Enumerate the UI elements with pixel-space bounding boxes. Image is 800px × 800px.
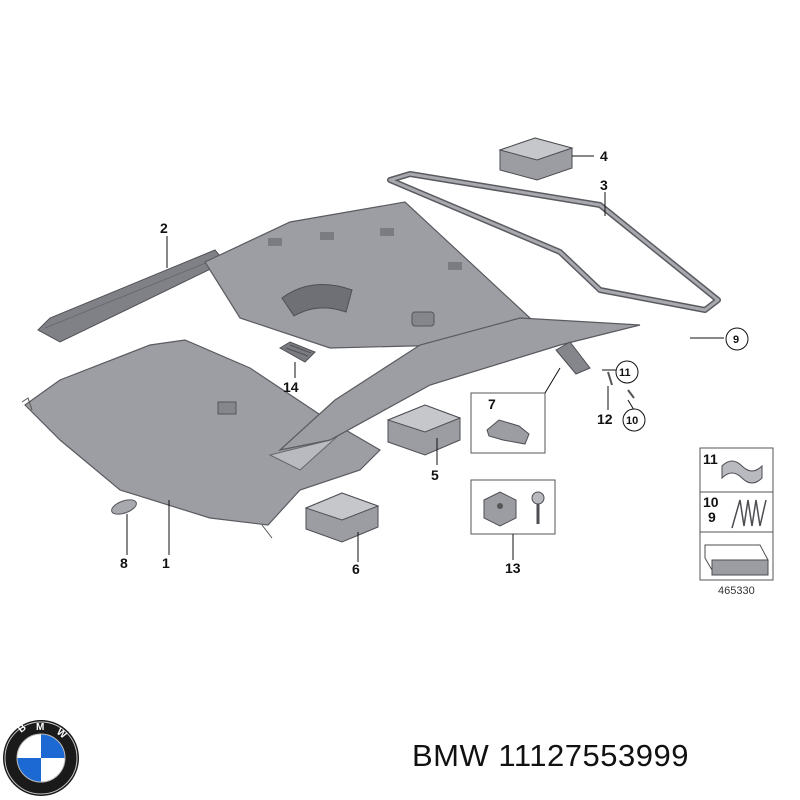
part-1-headliner — [21, 339, 381, 539]
callout-11: 11 — [619, 367, 631, 379]
spring-icon — [731, 499, 767, 529]
callout-2: 2 — [160, 220, 168, 236]
part-14-grille — [279, 341, 316, 363]
upper-headliner — [204, 201, 532, 349]
callout-10: 10 — [626, 415, 638, 427]
part-5-pad — [386, 404, 462, 456]
callout-4: 4 — [600, 148, 608, 164]
part-2-side-trim — [37, 249, 226, 343]
callout-13: 13 — [505, 560, 521, 576]
callout-10-circle — [622, 408, 646, 432]
callout-11-circle — [615, 360, 639, 384]
diagram-ref-number: 465330 — [718, 585, 755, 597]
callout-5: 5 — [431, 467, 439, 483]
callout-9-circle — [725, 327, 749, 351]
callout-6: 6 — [352, 561, 360, 577]
clip-icon — [721, 460, 763, 484]
callout-7: 7 — [488, 396, 496, 412]
callout-3: 3 — [600, 177, 608, 193]
part-6-pad — [304, 492, 380, 543]
callout-12: 12 — [597, 411, 613, 427]
legend-10: 10 — [703, 494, 719, 510]
part-4-pad — [498, 137, 574, 181]
callout-8: 8 — [120, 555, 128, 571]
callout-14: 14 — [283, 379, 299, 395]
bmw-roundel-logo-icon: B M W — [3, 720, 79, 796]
legend-9: 9 — [708, 509, 716, 525]
part-8-cover — [111, 499, 137, 515]
svg-text:M: M — [36, 722, 44, 733]
brand-name: BMW — [412, 738, 490, 773]
part-number: 11127553999 — [498, 738, 689, 773]
part-7-box — [470, 392, 546, 454]
legend-11: 11 — [703, 451, 718, 467]
part-3-frame-seal — [387, 171, 721, 313]
callout-1: 1 — [162, 555, 170, 571]
callout-9: 9 — [733, 334, 739, 346]
pillar-trim — [268, 317, 641, 471]
pillar-bracket-detail — [555, 341, 635, 399]
legend-panel — [699, 447, 774, 581]
part-13-box — [470, 479, 556, 535]
part-caption: BMW 11127553999 — [412, 738, 689, 774]
leader-lines — [126, 155, 724, 562]
